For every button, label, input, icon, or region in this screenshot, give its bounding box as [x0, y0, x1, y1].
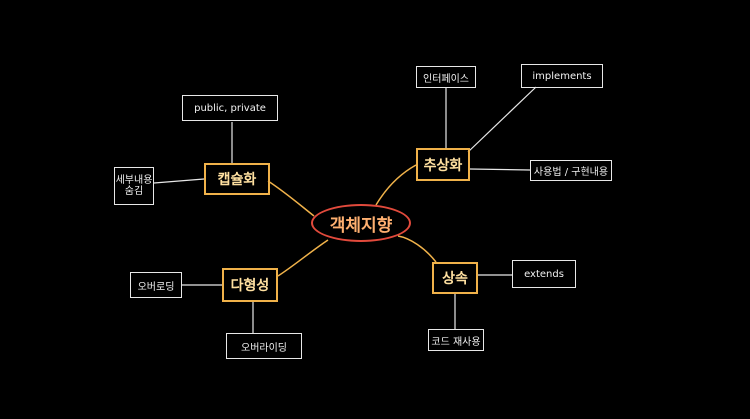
- link-hide: [153, 178, 205, 184]
- topic-abstraction: 추상화: [416, 148, 470, 181]
- leaf-implements: implements: [521, 64, 603, 88]
- link-implements: [467, 86, 537, 153]
- branch-abstraction: [375, 164, 417, 206]
- topic-inheritance: 상속: [432, 262, 478, 294]
- leaf-extends: extends: [512, 260, 576, 288]
- branch-polymorphism: [277, 239, 329, 277]
- topic-encapsulation: 캡슐화: [204, 163, 270, 195]
- branch-encapsulation: [267, 180, 315, 217]
- link-usage: [469, 168, 531, 171]
- leaf-public-private: public, private: [182, 95, 278, 121]
- leaf-usage-implementation: 사용법 / 구현내용: [530, 160, 612, 181]
- leaf-interface: 인터페이스: [416, 66, 476, 88]
- leaf-hide-details-line1: 세부내용: [115, 174, 153, 186]
- center-node: 객체지향: [311, 204, 411, 242]
- leaf-overloading: 오버로딩: [130, 272, 182, 298]
- leaf-overriding: 오버라이딩: [226, 333, 302, 359]
- leaf-hide-details: 세부내용 숨김: [114, 167, 154, 205]
- topic-polymorphism: 다형성: [222, 268, 278, 302]
- leaf-code-reuse: 코드 재사용: [428, 329, 484, 351]
- branch-inheritance: [397, 235, 437, 263]
- leaf-hide-details-line2: 숨김: [124, 186, 144, 197]
